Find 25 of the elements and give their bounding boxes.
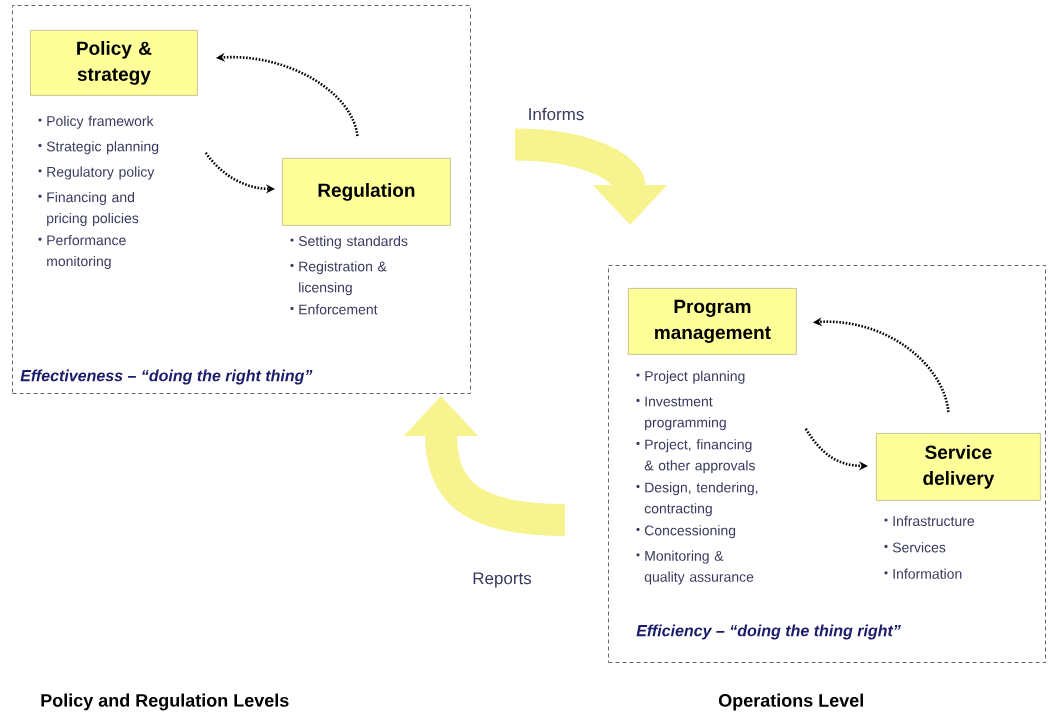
bullet-item: Policy framework xyxy=(38,115,154,129)
edge-label: Reports xyxy=(471,571,533,589)
bullet-item: Financing and pricing policies xyxy=(38,191,139,226)
process-box: Policy & strategy xyxy=(30,30,198,96)
bullet-item: Investment programming xyxy=(636,396,726,431)
bullet-item: Information xyxy=(884,568,962,579)
bullet-item: Strategic planning xyxy=(38,141,159,155)
bullet-item: Registration & licensing xyxy=(290,261,387,296)
bullet-item: Monitoring & quality assurance xyxy=(636,550,754,585)
process-box: Program management xyxy=(628,288,797,355)
bullet-item: Project, financing & other approvals xyxy=(636,439,755,474)
bullet-item: Performance monitoring xyxy=(38,234,126,269)
bullet-item: Enforcement xyxy=(290,304,378,315)
bullet-item: Services xyxy=(884,542,946,553)
level-heading: Operations Level xyxy=(718,693,863,711)
bullet-item: Design, tendering, contracting xyxy=(636,482,758,517)
process-box: Service delivery xyxy=(876,433,1041,501)
bullet-item: Project planning xyxy=(636,370,745,384)
bullet-item: Setting standards xyxy=(290,235,408,249)
bullet-item: Infrastructure xyxy=(884,515,975,527)
process-box: Regulation xyxy=(282,158,451,226)
level-heading: Policy and Regulation Levels xyxy=(41,693,289,711)
bullet-item: Concessioning xyxy=(636,525,736,539)
bullet-item: Regulatory policy xyxy=(38,166,155,180)
edge-label: Informs xyxy=(526,106,586,122)
